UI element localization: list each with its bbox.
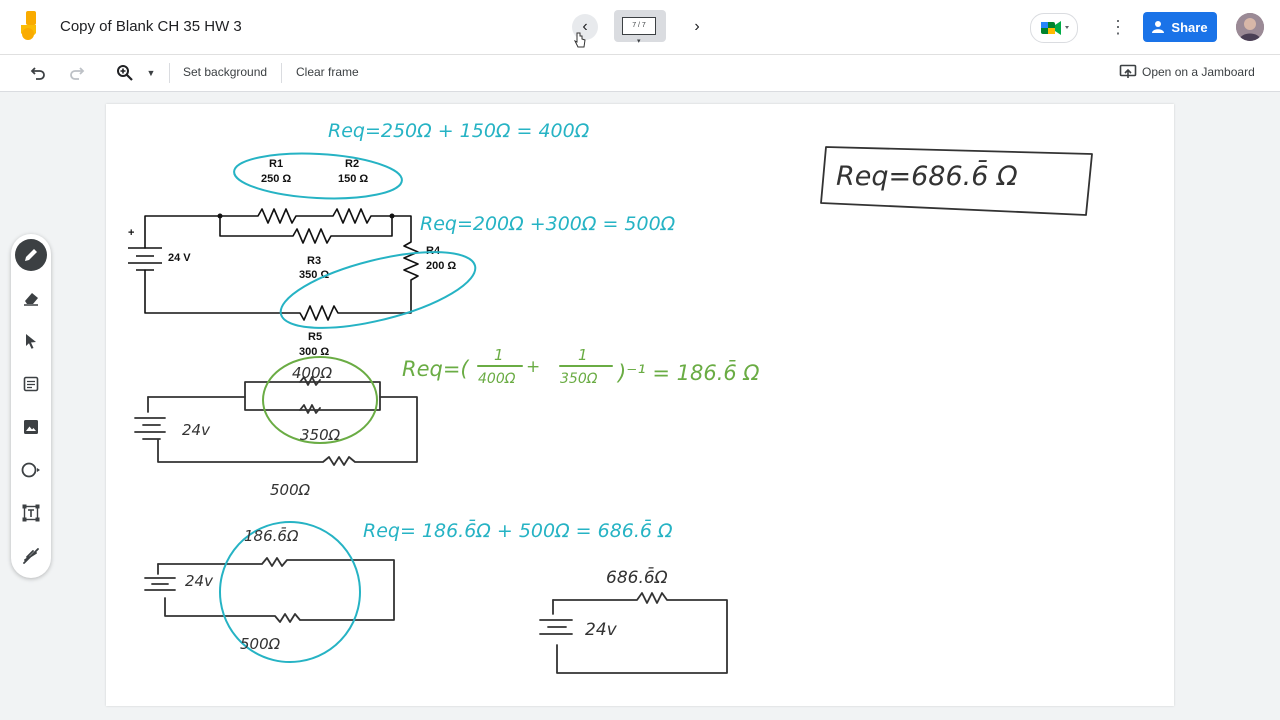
image-icon [24,420,38,434]
ink-eq-3-lhs: Req=( [402,357,469,381]
ink-drawing-3: 186.6̄Ω 500Ω 24v [144,521,395,663]
svg-text:1: 1 [494,346,504,364]
redo-icon [70,67,85,80]
plus-sign: + [128,227,134,239]
ink-circle-r4-r5 [279,251,477,329]
laser-tool[interactable] [15,540,47,572]
r4-value: 200 Ω [426,260,456,272]
circle-shape-tool[interactable] [15,454,47,486]
ink-label-24v: 24v [182,421,211,439]
ink-eq-4: Req= 186.6̄Ω + 500Ω = 686.6̄ Ω [363,518,673,542]
clear-frame-button[interactable]: Clear frame [296,65,359,79]
r5-value: 300 Ω [299,346,329,358]
frame-bar-button[interactable]: 7 / 7 ▾ [614,10,666,45]
ink-label-24v-b: 24v [185,572,214,590]
next-frame-button[interactable]: › [684,14,710,40]
more-options-icon[interactable]: ⋮ [1109,17,1127,37]
ink-label-24v-c: 24v [585,620,618,640]
r1-value: 250 Ω [261,173,291,185]
circuit-diagram: + 24 V R1 250 Ω R2 150 Ω R3 350 Ω R4 200… [128,158,456,358]
meet-button[interactable] [1030,13,1078,43]
svg-text:+: + [526,357,540,377]
ink-drawing-2: 400Ω 350Ω 500Ω 24v [134,356,418,499]
set-background-button[interactable]: Set background [183,65,268,79]
previous-frame-button[interactable]: ‹ [572,14,598,40]
chevron-right-icon: › [694,18,700,35]
text-box-icon [22,504,40,522]
svg-text:1: 1 [578,346,588,364]
caret-down-icon: ▼ [146,68,156,78]
r1-name: R1 [269,158,283,170]
person-add-icon [1152,21,1165,33]
avatar[interactable] [1236,13,1264,41]
r4-name: R4 [426,245,441,257]
r3-name: R3 [307,255,321,267]
ink-label-350: 350Ω [300,426,341,444]
edit-toolbar: ▼ Set background Clear frame Open on a J… [0,54,1280,92]
pen-icon [25,249,37,261]
top-bar: Copy of Blank CH 35 HW 3 ‹ 7 / 7 ▾ › ⋮ S… [0,0,1280,54]
ink-eq-3: Req=( 1 400Ω + 1 350Ω )⁻¹ = 186.6̄ Ω [402,346,759,387]
zoom-in-icon [117,65,133,81]
ink-green-circle [262,356,378,444]
share-label: Share [1171,19,1208,35]
divider [169,63,170,83]
ink-label-686: 686.6̄Ω [606,566,668,588]
ink-eq-1: Req=250Ω + 150Ω = 400Ω [328,120,590,142]
ink-blue-circle-3 [219,521,361,663]
r5-name: R5 [308,331,322,343]
sticky-note-tool[interactable] [15,368,47,400]
whiteboard-content: + 24 V R1 250 Ω R2 150 Ω R3 350 Ω R4 200… [128,120,1093,674]
frame-counter: 7 / 7 [622,17,656,35]
ink-label-500b: 500Ω [240,635,281,653]
add-image-tool[interactable] [15,411,47,443]
ink-eq-3-term1: 400Ω [478,371,516,387]
ink-eq-3-rhs: )⁻¹ = 186.6̄ Ω [616,360,759,385]
ink-eq-2: Req=200Ω +300Ω = 500Ω [420,213,676,235]
cursor-arrow-icon [26,334,36,349]
mouse-cursor-icon [574,32,586,48]
pen-tool[interactable] [15,239,47,271]
ink-label-186: 186.6̄Ω [244,526,299,545]
r2-value: 150 Ω [338,173,368,185]
chevron-down-icon: ▾ [637,38,641,45]
open-on-jamboard-button[interactable]: Open on a Jamboard [1119,63,1255,81]
r2-name: R2 [345,158,359,170]
circle-shape-icon [21,462,40,478]
ink-boxed-result: Req=686.6̄ Ω [836,160,1018,192]
undo-icon [30,67,45,80]
cast-screen-icon [1119,64,1137,78]
select-tool[interactable] [15,325,47,357]
chevron-left-icon: ‹ [582,18,588,35]
video-camera-icon [1041,21,1069,35]
user-photo [1236,13,1264,41]
ink-label-500: 500Ω [270,481,311,499]
laser-pointer-icon [23,548,39,564]
redo-button[interactable] [66,62,88,84]
zoom-button[interactable] [114,62,136,84]
ink-result-box [820,146,1093,216]
share-button[interactable]: Share [1143,12,1217,42]
ink-drawing-4: 686.6̄Ω 24v [539,566,728,674]
jam-canvas[interactable]: + 24 V R1 250 Ω R2 150 Ω R3 350 Ω R4 200… [106,104,1174,706]
open-on-jamboard-label: Open on a Jamboard [1142,65,1255,79]
eraser-icon [24,293,38,306]
ink-label-400: 400Ω [292,364,333,382]
eraser-tool[interactable] [15,282,47,314]
sticky-note-icon [23,376,39,392]
ink-circle-r1-r2 [233,152,403,200]
zoom-dropdown[interactable]: ▼ [141,62,161,84]
ink-eq-3-term2: 350Ω [560,371,598,387]
document-title[interactable]: Copy of Blank CH 35 HW 3 [60,18,242,35]
tool-sidebar [11,234,51,578]
battery-label: 24 V [168,252,191,264]
text-box-tool[interactable] [15,497,47,529]
divider [281,63,282,83]
undo-button[interactable] [27,62,49,84]
jamboard-logo-icon[interactable] [18,11,42,43]
